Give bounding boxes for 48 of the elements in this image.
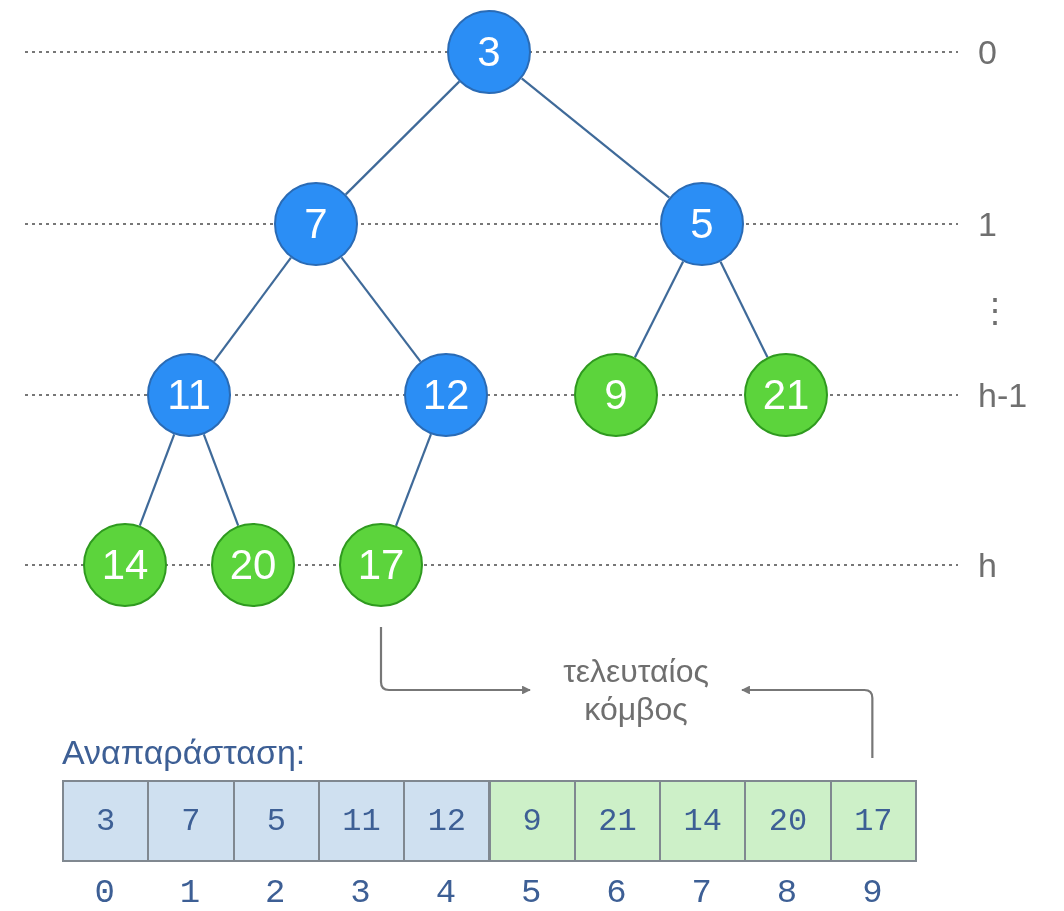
array-cell: 21	[573, 780, 662, 862]
tree-edge	[345, 80, 460, 196]
tree-edge	[633, 261, 685, 358]
array-cell: 9	[488, 780, 576, 862]
array-index: 0	[94, 874, 115, 911]
array-index: 7	[691, 874, 712, 911]
heap-node: 12	[404, 353, 488, 437]
arrow	[379, 627, 531, 695]
tree-edge	[138, 433, 176, 527]
array-cell: 5	[232, 780, 320, 862]
heap-node: 3	[447, 10, 531, 94]
array-index: 2	[265, 874, 286, 911]
tree-edge	[521, 77, 670, 199]
array-cell: 17	[829, 780, 917, 862]
array-index: 4	[435, 874, 457, 911]
array-index: 9	[862, 874, 883, 911]
level-label: 0	[978, 32, 997, 72]
level-label: h	[978, 545, 997, 585]
tree-edge	[340, 256, 422, 363]
array-index: 3	[350, 874, 371, 911]
array-index: 6	[606, 874, 627, 911]
array-cell: 20	[744, 780, 832, 862]
array-index: 1	[179, 874, 201, 911]
heap-node: 5	[660, 182, 744, 266]
heap-node: 20	[211, 523, 295, 607]
array-cell: 11	[317, 780, 406, 862]
array-cell: 7	[147, 780, 235, 862]
level-label: ⋮	[978, 290, 1012, 330]
heap-node: 9	[574, 353, 658, 437]
heap-node: 14	[83, 523, 167, 607]
heap-node: 21	[744, 353, 828, 437]
tree-edge	[213, 257, 292, 362]
annotation-text: τελευταίος κόμβος	[530, 652, 742, 728]
level-label: 1	[978, 204, 997, 244]
array-cell: 14	[659, 780, 747, 862]
heap-node: 11	[147, 353, 231, 437]
heap-node: 7	[274, 182, 358, 266]
array-cell: 12	[403, 780, 491, 862]
level-label: h-1	[978, 375, 1028, 415]
array-index: 5	[520, 874, 542, 911]
arrow	[741, 685, 874, 758]
tree-edge	[394, 433, 433, 527]
heap-node: 17	[339, 523, 423, 607]
tree-edge	[202, 433, 240, 527]
array-heading: Αναπαράσταση:	[62, 733, 306, 772]
array-cell: 3	[62, 780, 150, 862]
tree-edge	[719, 261, 769, 358]
array-index: 8	[776, 874, 798, 911]
